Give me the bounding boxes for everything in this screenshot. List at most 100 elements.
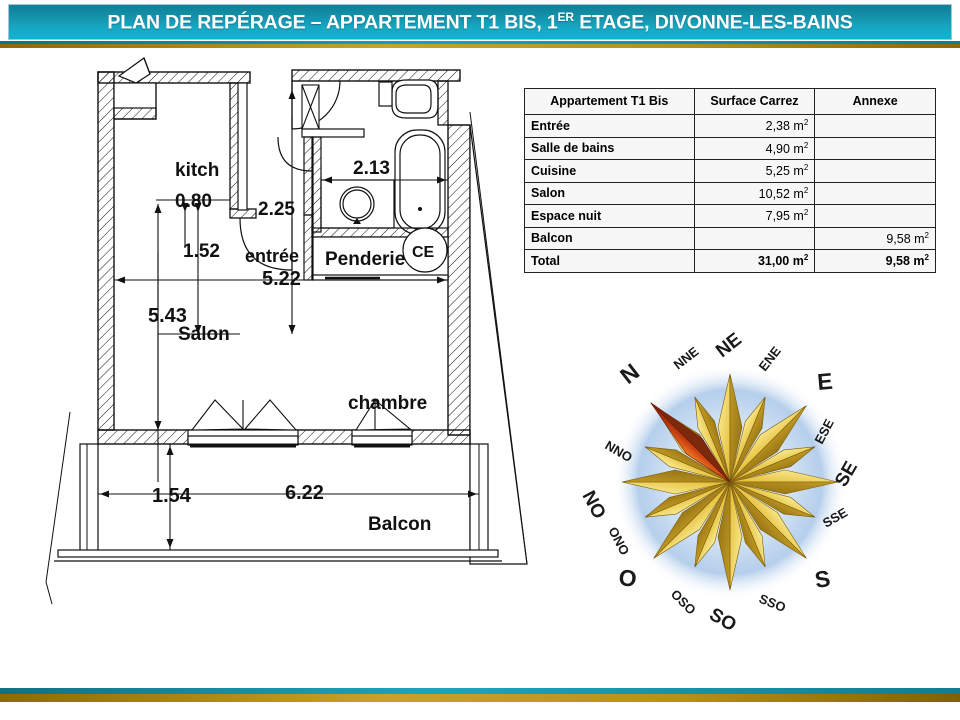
compass-label-SO: SO bbox=[706, 604, 740, 630]
unit-exponent: 2 bbox=[803, 118, 809, 127]
floor-plan: kitch 0.80 1.52 2.25 entrée 2.13 Penderi… bbox=[40, 52, 540, 662]
carrez-value: 10,52 m bbox=[758, 186, 804, 201]
carrez-value: 31,00 m bbox=[757, 254, 804, 269]
column-header-annexe: Annexe bbox=[814, 88, 936, 115]
cell-carrez: 10,52 m2 bbox=[693, 181, 816, 206]
wall-entrance-top-inner bbox=[301, 128, 365, 138]
cell-annexe bbox=[814, 204, 936, 228]
dim-living-depth: 5.43 bbox=[148, 305, 187, 327]
wall-exterior-top-right bbox=[291, 69, 461, 82]
unit-exponent: 2 bbox=[803, 253, 809, 263]
label-water-heater: CE bbox=[412, 244, 435, 261]
cell-room: Cuisine bbox=[524, 159, 695, 183]
cell-room: Salon bbox=[524, 181, 695, 206]
wall-exterior-bottom bbox=[97, 399, 471, 448]
header: PLAN DE REPÉRAGE – APPARTEMENT T1 BIS, 1… bbox=[0, 0, 960, 48]
wall-exterior-left bbox=[97, 71, 115, 431]
table-row-total: Total 31,00 m2 9,58 m2 bbox=[524, 249, 936, 273]
label-kitchen: kitch bbox=[175, 160, 219, 181]
label-wardrobe: Penderie bbox=[325, 249, 405, 270]
column-header-room: Appartement T1 Bis bbox=[524, 88, 695, 115]
cell-annexe: 9,58 m2 bbox=[814, 226, 936, 251]
page-title-main: PLAN DE REPÉRAGE – APPARTEMENT T1 BIS, 1 bbox=[107, 11, 558, 34]
table-row: Entrée 2,38 m2 bbox=[524, 114, 936, 138]
door-bathroom bbox=[277, 136, 313, 172]
cell-annexe: 9,58 m2 bbox=[814, 249, 936, 273]
wall-exterior-top-left bbox=[97, 71, 251, 84]
label-entrance: entrée bbox=[245, 246, 299, 266]
dim-balcony-width: 6.22 bbox=[285, 482, 324, 504]
dim-kitchen-depth: 1.52 bbox=[183, 241, 220, 262]
meter-cabinet bbox=[301, 84, 320, 130]
dim-entrance-depth: 2.25 bbox=[258, 199, 295, 220]
compass-label-NO: NO bbox=[578, 487, 610, 522]
cell-room: Total bbox=[524, 249, 695, 273]
bathroom-area bbox=[311, 129, 449, 238]
cell-carrez: 31,00 m2 bbox=[693, 249, 816, 273]
compass-label-S: S bbox=[813, 565, 832, 593]
dim-kitchen-width: 0.80 bbox=[175, 191, 212, 212]
cell-annexe bbox=[814, 181, 936, 206]
unit-exponent: 2 bbox=[803, 140, 809, 150]
cell-room: Balcon bbox=[524, 226, 695, 251]
label-bedroom: chambre bbox=[348, 393, 427, 414]
header-bar: PLAN DE REPÉRAGE – APPARTEMENT T1 BIS, 1… bbox=[8, 4, 952, 40]
compass-label-SSO: SSO bbox=[757, 591, 788, 615]
balcony-area bbox=[54, 443, 502, 562]
unit-exponent: 2 bbox=[924, 253, 929, 263]
carrez-value: 5,25 m bbox=[765, 164, 804, 179]
table-row: Salon 10,52 m2 bbox=[524, 181, 936, 206]
page-title-superscript: ER bbox=[557, 9, 575, 24]
carrez-value: 2,38 m bbox=[765, 119, 804, 134]
cell-annexe bbox=[814, 159, 936, 183]
wardrobe-area bbox=[311, 227, 449, 281]
compass-minor-rays bbox=[644, 396, 816, 568]
table-row: Cuisine 5,25 m2 bbox=[524, 159, 936, 183]
dim-balcony-depth: 1.54 bbox=[152, 485, 192, 507]
compass-label-N: N bbox=[615, 358, 644, 389]
surface-table: Appartement T1 Bis Surface Carrez Annexe… bbox=[524, 88, 936, 273]
cell-annexe bbox=[814, 114, 936, 138]
compass-label-NE: NE bbox=[712, 330, 746, 362]
compass-label-O: O bbox=[617, 564, 638, 592]
cell-room: Salle de bains bbox=[524, 136, 695, 161]
bathtub-fixture bbox=[394, 129, 446, 235]
wall-entrance-left bbox=[237, 82, 314, 281]
footer-rule-gold bbox=[0, 694, 960, 702]
header-rule-teal bbox=[0, 41, 960, 44]
sink-fixture bbox=[320, 179, 395, 229]
table-row: Salle de bains 4,90 m2 bbox=[524, 136, 936, 161]
table-row: Espace nuit 7,95 m2 bbox=[524, 204, 936, 228]
dim-living-width: 5.22 bbox=[262, 268, 301, 290]
unit-exponent: 2 bbox=[803, 163, 809, 173]
unit-exponent: 2 bbox=[803, 185, 809, 195]
compass-rose: N NNE NE ENE E ESE SE SSE S SSO SO OSO O… bbox=[560, 330, 900, 630]
column-header-carrez: Surface Carrez bbox=[693, 88, 816, 115]
compass-label-E: E bbox=[816, 368, 834, 395]
label-living: Salon bbox=[178, 324, 230, 345]
dim-bathroom-width: 2.13 bbox=[353, 158, 390, 179]
dimension-lines bbox=[98, 81, 479, 550]
cell-carrez: 7,95 m2 bbox=[693, 204, 816, 228]
label-balcony: Balcon bbox=[368, 514, 431, 535]
header-rule-gold bbox=[0, 44, 960, 48]
carrez-value: 7,95 m bbox=[765, 209, 804, 224]
compass-north-needle bbox=[650, 402, 731, 483]
toilet-fixture bbox=[378, 79, 439, 119]
carrez-value: 4,90 m bbox=[765, 141, 804, 156]
page-title-rest: ETAGE, DIVONNE-LES-BAINS bbox=[573, 11, 853, 34]
cell-annexe bbox=[814, 136, 936, 161]
unit-exponent: 2 bbox=[803, 208, 809, 218]
annexe-value: 9,58 m bbox=[886, 231, 925, 246]
cell-carrez: 4,90 m2 bbox=[693, 136, 816, 161]
compass-label-NNE: NNE bbox=[671, 343, 702, 372]
table-header-row: Appartement T1 Bis Surface Carrez Annexe bbox=[524, 88, 936, 115]
unit-exponent: 2 bbox=[924, 230, 929, 240]
cell-carrez: 5,25 m2 bbox=[693, 159, 816, 183]
window-kitchen bbox=[113, 57, 157, 120]
cell-carrez bbox=[693, 226, 816, 251]
annexe-value: 9,58 m bbox=[885, 254, 925, 269]
cell-room: Espace nuit bbox=[524, 204, 695, 228]
wall-wc-right bbox=[437, 80, 449, 126]
